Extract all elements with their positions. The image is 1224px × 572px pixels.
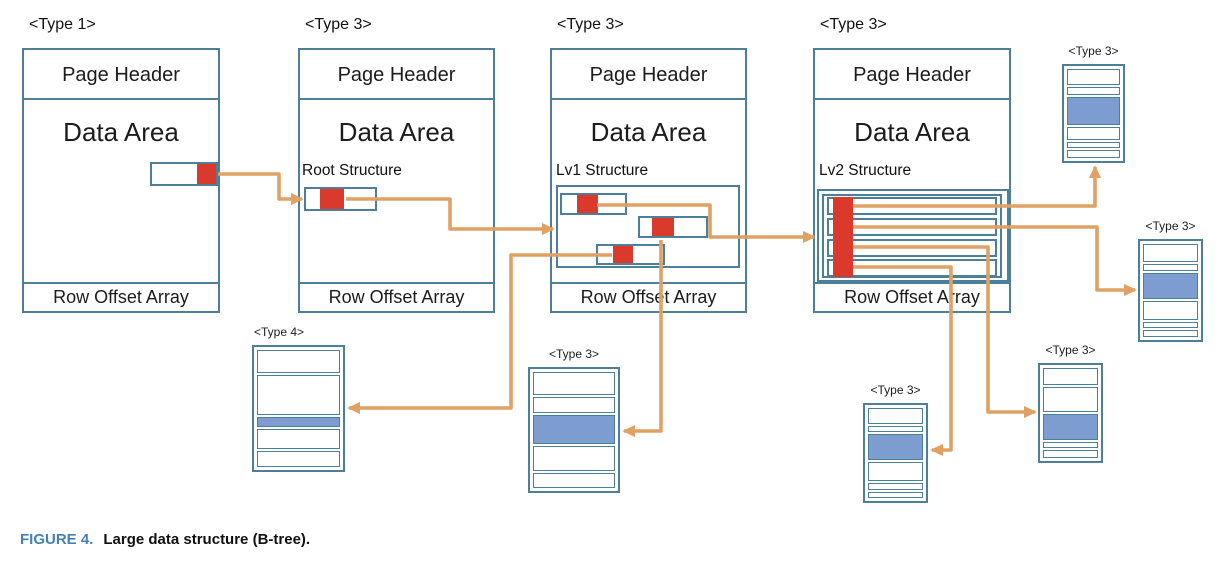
leaf-row xyxy=(1067,149,1120,158)
data-area-label: Data Area xyxy=(338,117,455,147)
leaf-page-box xyxy=(1062,64,1125,163)
leaf-row xyxy=(1143,263,1198,272)
leaf-page-box xyxy=(863,403,928,503)
leaf-row-highlight xyxy=(868,433,923,461)
leaf-page-label: <Type 3> xyxy=(1068,44,1119,58)
leaf-row-highlight xyxy=(533,414,615,444)
leaf-row xyxy=(1143,300,1198,320)
page-header-section: Page Header xyxy=(815,50,1009,100)
leaf-page-label: <Type 3> xyxy=(870,383,921,397)
leaf-page-box xyxy=(1038,363,1103,463)
page-header-section: Page Header xyxy=(24,50,218,100)
leaf-row xyxy=(868,491,923,498)
structure-row xyxy=(638,216,708,238)
pointer-red-cell xyxy=(197,164,216,184)
leaf-row xyxy=(868,462,923,482)
figure-caption: FIGURE 4. Large data structure (B-tree). xyxy=(20,531,310,548)
leaf-row xyxy=(868,483,923,490)
leaf-page-label: <Type 4> xyxy=(254,325,305,339)
leaf-row xyxy=(533,445,615,471)
leaf-row xyxy=(257,429,340,449)
pointer-slot xyxy=(150,162,218,186)
leaf-row xyxy=(1067,141,1120,148)
leaf-page-box xyxy=(1138,239,1203,342)
leaf-row-highlight xyxy=(257,417,340,428)
leaf-row xyxy=(257,350,340,373)
leaf-row xyxy=(1143,321,1198,329)
figure-caption-text: Large data structure (B-tree). xyxy=(103,531,311,548)
leaf-row xyxy=(1067,86,1120,96)
figure-caption-label: FIGURE 4. xyxy=(20,531,94,548)
structure-row xyxy=(560,193,627,215)
leaf-row xyxy=(257,374,340,416)
row-offset-section: Row Offset Array xyxy=(300,282,493,311)
leaf-row xyxy=(1143,330,1198,337)
page-header-section: Page Header xyxy=(300,50,493,100)
data-area-label: Data Area xyxy=(590,117,707,147)
data-area-label: Data Area xyxy=(854,117,970,147)
leaf-row xyxy=(1143,244,1198,262)
leaf-row-highlight xyxy=(1043,413,1098,441)
leaf-page-box xyxy=(528,367,620,493)
data-area-label: Data Area xyxy=(63,117,179,147)
leaf-row-highlight xyxy=(1067,97,1120,125)
page-type-label: <Type 3> xyxy=(305,16,372,33)
leaf-page-box xyxy=(252,345,345,472)
leaf-row xyxy=(1043,450,1098,458)
leaf-page-label: <Type 3> xyxy=(1145,219,1196,233)
pointer-red-cell xyxy=(613,246,633,263)
pointer-red-cell xyxy=(652,218,674,236)
leaf-row xyxy=(1043,368,1098,385)
leaf-row xyxy=(868,425,923,432)
leaf-page-label: <Type 3> xyxy=(548,347,600,361)
row-offset-section: Row Offset Array xyxy=(815,282,1009,311)
leaf-row xyxy=(533,396,615,413)
pointer-red-column xyxy=(833,197,853,277)
leaf-page-label: <Type 3> xyxy=(1045,343,1096,357)
leaf-row xyxy=(533,472,615,488)
page-type-label: <Type 3> xyxy=(557,16,624,33)
leaf-row-highlight xyxy=(1143,273,1198,299)
page-header-section: Page Header xyxy=(552,50,745,100)
pointer-slot xyxy=(304,187,377,211)
structure-label: Lv2 Structure xyxy=(819,162,912,179)
leaf-row xyxy=(1043,387,1098,412)
leaf-row xyxy=(257,450,340,467)
page-type-label: <Type 3> xyxy=(820,16,887,33)
page-type-label: <Type 1> xyxy=(29,16,96,33)
pointer-red-cell xyxy=(320,189,344,209)
structure-label: Lv1 Structure xyxy=(556,162,649,179)
pointer-red-cell xyxy=(577,195,598,213)
leaf-row xyxy=(1067,69,1120,85)
leaf-row xyxy=(533,372,615,395)
row-offset-section: Row Offset Array xyxy=(24,282,218,311)
row-offset-section: Row Offset Array xyxy=(552,282,745,311)
leaf-row xyxy=(1067,127,1120,140)
structure-label: Root Structure xyxy=(302,162,402,179)
structure-row xyxy=(596,244,665,265)
leaf-row xyxy=(868,408,923,424)
leaf-row xyxy=(1043,442,1098,448)
